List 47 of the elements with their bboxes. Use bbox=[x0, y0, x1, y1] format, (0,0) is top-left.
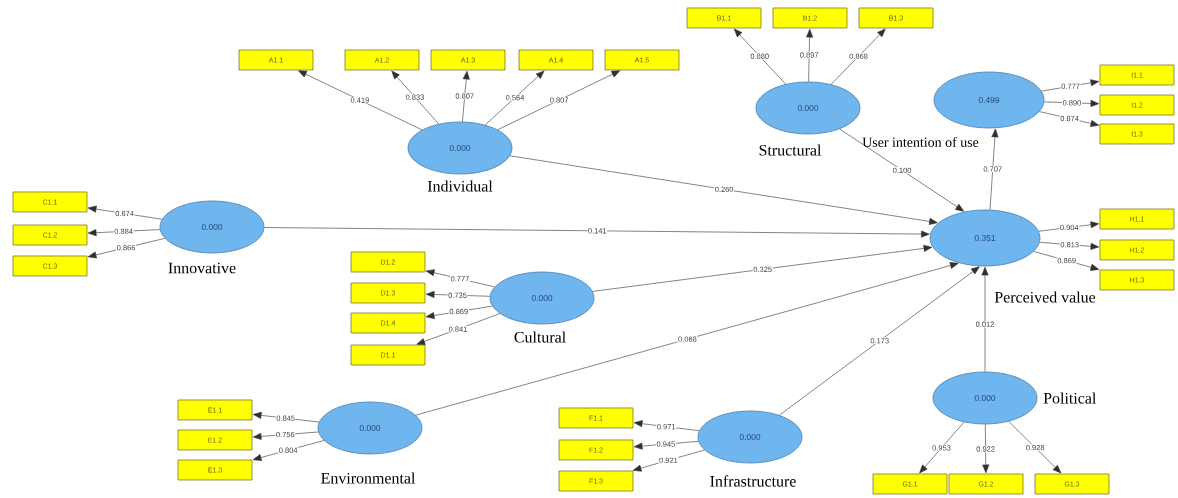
arrow bbox=[87, 205, 163, 220]
arrow bbox=[87, 238, 166, 259]
construct-label: Political bbox=[1043, 392, 1096, 404]
arrow bbox=[633, 420, 700, 431]
arrow bbox=[509, 155, 938, 225]
arrow bbox=[1033, 251, 1100, 271]
arrow bbox=[981, 266, 989, 372]
arrow bbox=[462, 70, 470, 122]
arrow bbox=[1039, 111, 1100, 127]
construct-label: Structural bbox=[759, 144, 822, 156]
arrow bbox=[982, 424, 990, 474]
arrow bbox=[87, 229, 161, 237]
arrow bbox=[416, 313, 501, 345]
arrow bbox=[989, 128, 999, 210]
arrow bbox=[1038, 221, 1100, 232]
arrow bbox=[298, 70, 423, 131]
arrow bbox=[1044, 100, 1100, 107]
arrow bbox=[252, 411, 320, 423]
arrow bbox=[252, 440, 325, 461]
construct-label: Environmental bbox=[321, 472, 416, 484]
arrow bbox=[264, 227, 930, 238]
arrow bbox=[497, 70, 621, 130]
construct-label: Infrastructure bbox=[710, 475, 796, 487]
arrow bbox=[425, 291, 491, 298]
arrow bbox=[592, 244, 933, 292]
construct-label: Cultural bbox=[514, 331, 566, 343]
arrow bbox=[919, 421, 965, 474]
construct-label: Perceived value bbox=[994, 291, 1096, 303]
arrow bbox=[839, 128, 964, 212]
arrow bbox=[632, 449, 705, 472]
construct-label: Innovative bbox=[168, 262, 236, 274]
arrow bbox=[1041, 79, 1100, 92]
arrow bbox=[830, 28, 886, 85]
arrow bbox=[779, 266, 980, 416]
arrow bbox=[633, 441, 699, 450]
arrow bbox=[1008, 421, 1062, 474]
construct-label: Individual bbox=[427, 180, 493, 192]
arrow bbox=[425, 269, 495, 288]
arrow bbox=[1039, 242, 1100, 250]
arrow bbox=[415, 262, 959, 416]
arrow bbox=[391, 70, 439, 125]
arrow bbox=[484, 70, 545, 126]
arrow bbox=[733, 28, 786, 85]
arrow bbox=[806, 28, 813, 82]
arrow bbox=[425, 305, 493, 319]
arrow bbox=[252, 431, 319, 440]
construct-label: User intention of use bbox=[862, 137, 979, 147]
